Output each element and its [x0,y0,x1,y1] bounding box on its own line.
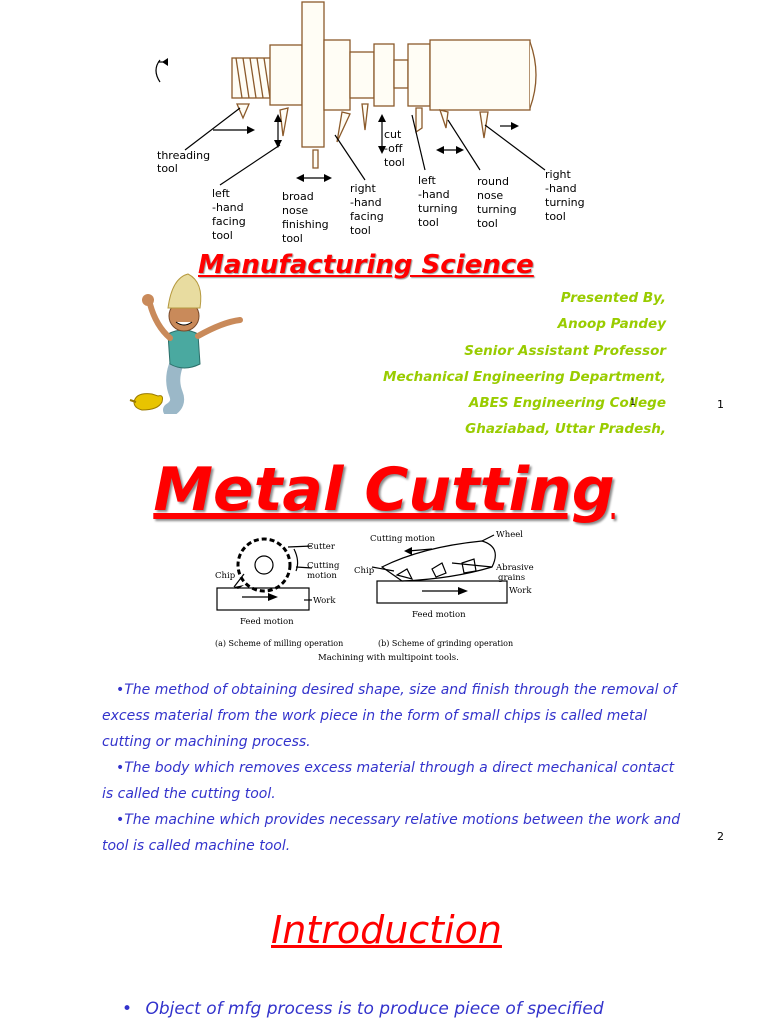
presenter-line: Senior Assistant Professor [464,342,666,359]
label-threading-1: threading [157,149,210,162]
label-left-turning-2: -hand [418,188,450,201]
label-cutting-motion-b: Cutting motion [370,534,436,544]
bullet-text: Object of mfg process is to produce piec… [145,999,604,1019]
metal-cutting-bullets: •The method of obtaining desired shape, … [102,677,682,859]
caption-grinding: (b) Scheme of grinding operation [378,639,513,648]
genie-clipart [129,273,243,414]
label-cutting-motion-a1: Cutting [307,561,340,571]
presenter-line: Presented By, [560,290,666,306]
caption-milling: (a) Scheme of milling operation [215,639,343,648]
label-left-turning-1: left [418,174,437,187]
label-left-facing-4: tool [212,229,233,242]
small-mark: 1 [630,398,636,408]
label-broad-nose-1: broad [282,190,314,203]
label-round-nose-2: nose [477,189,503,202]
label-right-turning-1: right [545,168,572,181]
label-right-facing-1: right [350,182,377,195]
label-feed-b: Feed motion [412,610,466,620]
slide-title-introduction: Introduction [271,908,502,952]
label-abrasive-1: Abrasive [495,563,534,573]
label-chip-b: Chip [354,566,375,576]
label-round-nose-4: tool [477,217,498,230]
label-left-facing-3: facing [212,215,246,228]
label-abrasive-2: grains [498,573,525,583]
label-cut-off-2: -off [384,142,403,155]
bullet-paragraph: •The machine which provides necessary re… [102,812,681,854]
page-number-1: 1 [717,398,724,411]
bullet-paragraph: •The body which removes excess material … [102,760,675,802]
bullet-marker: • [122,999,133,1019]
presenter-info: Presented By, Anoop Pandey Senior Assist… [383,285,666,443]
label-round-nose-3: turning [477,203,517,216]
label-broad-nose-2: nose [282,204,308,217]
caption-figure: Machining with multipoint tools. [318,653,459,663]
label-round-nose-1: round [477,175,509,188]
label-threading-2: tool [157,162,178,175]
slide-title-metal-cutting: Metal Cutting [153,455,615,525]
label-cutter: Cutter [307,542,336,552]
label-right-turning-2: -hand [545,182,577,195]
label-work-a: Work [313,596,336,606]
presenter-line: Mechanical Engineering Department, [383,368,666,385]
label-left-turning-3: turning [418,202,458,215]
course-title: Manufacturing Science [198,250,534,280]
label-chip-a: Chip [215,571,236,581]
label-left-facing-1: left [212,187,231,200]
bullet-paragraph: •The method of obtaining desired shape, … [102,682,677,750]
label-cut-off-3: tool [384,156,405,169]
label-right-turning-4: tool [545,210,566,223]
label-cut-off-1: cut [384,128,402,141]
presenter-line: Anoop Pandey [557,316,666,333]
page-number-2: 2 [717,830,724,843]
label-cutting-motion-a2: motion [307,571,337,581]
lathe-tools-diagram: threading tool left -hand facing tool br… [155,1,585,245]
label-right-facing-3: facing [350,210,384,223]
label-right-facing-4: tool [350,224,371,237]
label-broad-nose-3: finishing [282,218,329,231]
label-right-facing-2: -hand [350,196,382,209]
label-wheel: Wheel [496,530,523,540]
presenter-line: ABES Engineering College [468,395,666,412]
presenter-line: Ghaziabad, Uttar Pradesh, [465,421,666,438]
label-left-turning-4: tool [418,216,439,229]
label-work-b: Work [509,586,532,596]
machining-figure: Cutter Cutting motion Chip Work Feed mot… [215,530,534,663]
label-feed-a: Feed motion [240,617,294,627]
label-broad-nose-4: tool [282,232,303,245]
intro-bullet: • Object of mfg process is to produce pi… [122,996,722,1022]
label-right-turning-3: turning [545,196,585,209]
label-left-facing-2: -hand [212,201,244,214]
